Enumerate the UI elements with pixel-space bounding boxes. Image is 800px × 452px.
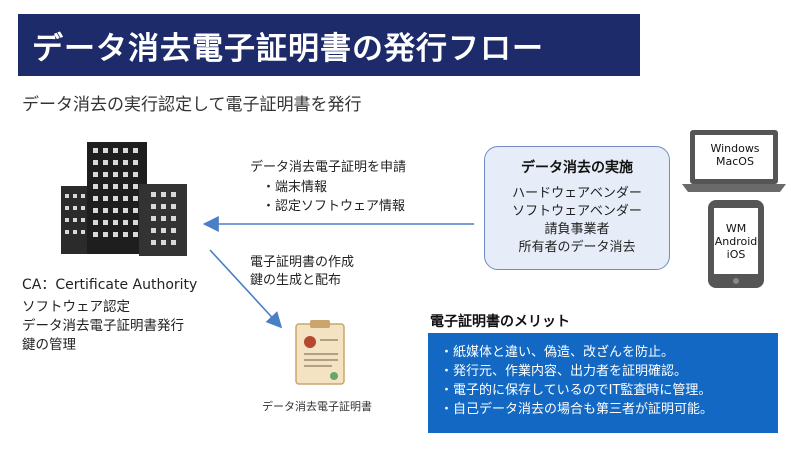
phone-os: iOS <box>726 248 746 261</box>
issue-text: 電子証明書の作成 鍵の生成と配布 <box>250 254 354 290</box>
erasure-item: 所有者のデータ消去 <box>518 240 636 255</box>
ca-name: CA：Certificate Authority <box>22 277 198 293</box>
merits-title: 電子証明書のメリット <box>430 314 570 330</box>
erasure-item: ハードウェアベンダー <box>512 186 642 201</box>
smartphone-icon <box>708 200 764 288</box>
ca-role: ソフトウェア認定 <box>22 299 130 315</box>
merits-box: ・紙媒体と違い、偽造、改ざんを防止。 ・発行元、作業内容、出力者を証明確認。 ・… <box>428 333 778 433</box>
phone-os: Android <box>714 235 758 248</box>
certificate-caption: データ消去電子証明書 <box>262 400 372 413</box>
issue-arrow <box>209 249 283 329</box>
merit-item: ・電子的に保存しているのでIT監査時に管理。 <box>440 383 712 398</box>
erasure-item: ソフトウェアベンダー <box>512 204 642 219</box>
issue-line: 電子証明書の作成 <box>250 255 355 270</box>
laptop-screen-text: Windows MacOS <box>696 142 774 168</box>
ca-role: データ消去電子証明書発行 <box>22 318 184 334</box>
phone-screen-text: WM Android iOS <box>714 222 758 261</box>
ca-role: 鍵の管理 <box>22 337 76 353</box>
laptop-os: MacOS <box>716 155 754 168</box>
request-title: データ消去電子証明を申請 <box>250 160 407 175</box>
erasure-item: 請負事業者 <box>544 222 610 237</box>
erasure-title: データ消去の実施 <box>521 160 633 176</box>
merit-item: ・自己データ消去の場合も第三者が証明可能。 <box>440 402 714 417</box>
laptop-os: Windows <box>710 142 760 155</box>
phone-os: WM <box>725 222 747 235</box>
building-icon <box>61 142 187 256</box>
merit-item: ・発行元、作業内容、出力者を証明確認。 <box>440 364 688 379</box>
certificate-icon <box>295 320 345 385</box>
page-subtitle: データ消去の実行認定して電子証明書を発行 <box>22 95 362 115</box>
erasure-box: データ消去の実施 ハードウェアベンダー ソフトウェアベンダー 請負事業者 所有者… <box>484 146 670 270</box>
issue-line: 鍵の生成と配布 <box>250 273 342 288</box>
request-item: ・認定ソフトウェア情報 <box>262 199 406 214</box>
laptop-icon <box>682 130 786 192</box>
page-title: データ消去電子証明書の発行フロー <box>18 14 640 76</box>
merit-item: ・紙媒体と違い、偽造、改ざんを防止。 <box>440 345 675 360</box>
request-item: ・端末情報 <box>262 180 328 195</box>
ca-roles: ソフトウェア認定 データ消去電子証明書発行 鍵の管理 <box>22 298 184 355</box>
